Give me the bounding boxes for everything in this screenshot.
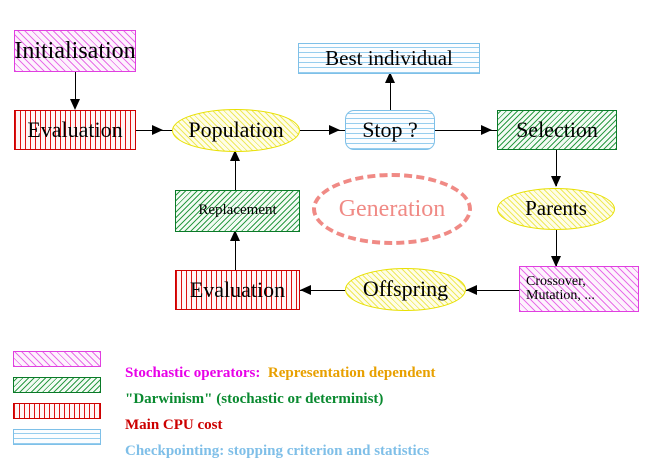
- legend-label-stochastic-secondary: Representation dependent: [267, 365, 436, 381]
- legend-swatch-cpu-cost: [13, 403, 101, 419]
- node-replacement-label: Replacement: [198, 202, 277, 219]
- arrow-down-parents-crossover: [551, 256, 561, 267]
- arrow-down-selection-parents: [551, 176, 561, 187]
- node-offspring[interactable]: Offspring: [345, 268, 466, 311]
- node-stop[interactable]: Stop ?: [345, 110, 435, 150]
- arrow-right-stop-selection: [481, 125, 492, 135]
- arrow-up-stop-best-individual: [385, 72, 395, 83]
- legend-label-checkpointing: Checkpointing: stopping criterion and st…: [110, 426, 429, 465]
- legend-label-checkpointing-primary: Checkpointing: stopping criterion and st…: [125, 443, 430, 459]
- edge-parents-crossover: [556, 230, 557, 266]
- node-best-individual-label: Best individual: [325, 45, 453, 70]
- node-evaluation-top[interactable]: Evaluation: [14, 110, 136, 150]
- edge-offspring-evaluation: [300, 290, 345, 291]
- legend-label-stochastic: Stochastic operators: Representation dep…: [110, 348, 436, 399]
- arrow-right-evaluation-population: [152, 125, 163, 135]
- node-crossover-mutation-label: Crossover, Mutation, ...: [526, 273, 595, 303]
- legend-swatch-checkpointing: [13, 429, 101, 445]
- node-best-individual[interactable]: Best individual: [298, 43, 480, 74]
- legend-label-cpu-cost: Main CPU cost: [110, 400, 223, 451]
- arrow-left-offspring-evaluation: [300, 285, 311, 295]
- node-population-label: Population: [188, 117, 284, 143]
- edge-crossover-offspring: [466, 290, 519, 291]
- node-replacement[interactable]: Replacement: [175, 190, 300, 232]
- edge-replacement-population: [235, 152, 236, 190]
- node-offspring-label: Offspring: [362, 276, 449, 302]
- arrow-up-replacement-population: [230, 150, 240, 161]
- edge-selection-parents: [556, 150, 557, 186]
- legend-label-stochastic-primary: Stochastic operators:: [125, 365, 268, 381]
- arrow-up-evaluation-replacement: [230, 230, 240, 241]
- arrow-left-crossover-offspring: [466, 285, 477, 295]
- edge-population-stop: [300, 130, 345, 131]
- node-evaluation-bottom[interactable]: Evaluation: [175, 270, 300, 310]
- node-selection[interactable]: Selection: [497, 110, 617, 150]
- legend-swatch-stochastic: [13, 351, 101, 367]
- node-population[interactable]: Population: [172, 109, 300, 152]
- node-crossover-mutation[interactable]: Crossover, Mutation, ...: [519, 266, 639, 312]
- legend-swatch-darwinism: [13, 377, 101, 393]
- legend-label-darwinism: "Darwinism" (stochastic or determinist): [110, 374, 383, 425]
- node-initialisation-label: Initialisation: [14, 37, 136, 64]
- legend-label-cpu-cost-primary: Main CPU cost: [125, 417, 223, 433]
- node-selection-label: Selection: [516, 116, 598, 142]
- node-generation-label: Generation: [338, 195, 446, 222]
- node-generation: Generation: [312, 173, 472, 245]
- legend-label-darwinism-primary: "Darwinism" (stochastic or determinist): [125, 391, 384, 407]
- node-stop-label: Stop ?: [362, 116, 418, 142]
- node-parents-label: Parents: [525, 196, 587, 221]
- node-initialisation[interactable]: Initialisation: [14, 30, 136, 72]
- edge-stop-selection: [435, 130, 497, 131]
- arrow-right-population-stop: [329, 125, 340, 135]
- edge-evaluation-replacement: [235, 232, 236, 270]
- node-evaluation-top-label: Evaluation: [27, 116, 123, 142]
- edge-stop-best-individual: [390, 74, 391, 110]
- arrow-down-initialisation-evaluation: [70, 99, 80, 110]
- node-parents[interactable]: Parents: [497, 188, 615, 230]
- edge-initialisation-evaluation: [75, 72, 76, 102]
- node-evaluation-bottom-label: Evaluation: [189, 276, 286, 302]
